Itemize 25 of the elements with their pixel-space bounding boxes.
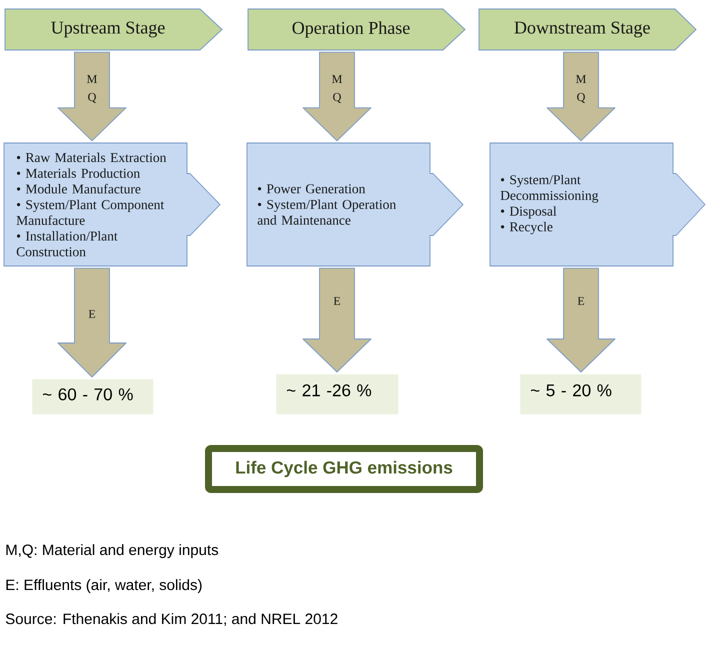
edge-label: E	[578, 297, 584, 305]
edge-label: M Q	[332, 75, 342, 103]
percentage-box: ~ 21 -26 %	[276, 374, 398, 414]
percentage-box: ~ 5 - 20 %	[520, 374, 642, 414]
process-box: • System/Plant Decommissioning • Disposal • Recycle	[490, 142, 706, 266]
stage-banner: Operation Phase	[248, 8, 466, 50]
process-box: • Raw Materials Extraction • Materials Production • Module Manufacture • System/Plant Component Manufacture • Installation/Plant Construction	[4, 142, 220, 266]
edge-label: M Q	[87, 75, 97, 103]
edge-label: E	[334, 297, 340, 305]
block-arrow	[302, 268, 372, 372]
edge-label: E	[88, 310, 96, 318]
percentage-box: ~ 60 - 70 %	[32, 379, 154, 414]
emissions-box: Life Cycle GHG emissions	[205, 445, 483, 493]
note-text: E: Effluents (air, water, solids)	[6, 579, 202, 594]
edge-label: M Q	[576, 75, 586, 103]
stage-banner: Upstream Stage	[4, 8, 222, 50]
note-text: M,Q: Material and energy inputs	[6, 544, 218, 558]
block-arrow	[302, 52, 372, 142]
block-arrow	[58, 268, 126, 378]
process-box: • Power Generation • System/Plant Operation and Maintenance	[246, 142, 464, 266]
stage-banner: Downstream Stage	[478, 8, 696, 50]
block-arrow	[546, 268, 616, 372]
block-arrow	[58, 52, 126, 142]
block-arrow	[546, 52, 616, 142]
note-text: Source: Fthenakis and Kim 2011; and NREL 2012	[6, 613, 338, 626]
